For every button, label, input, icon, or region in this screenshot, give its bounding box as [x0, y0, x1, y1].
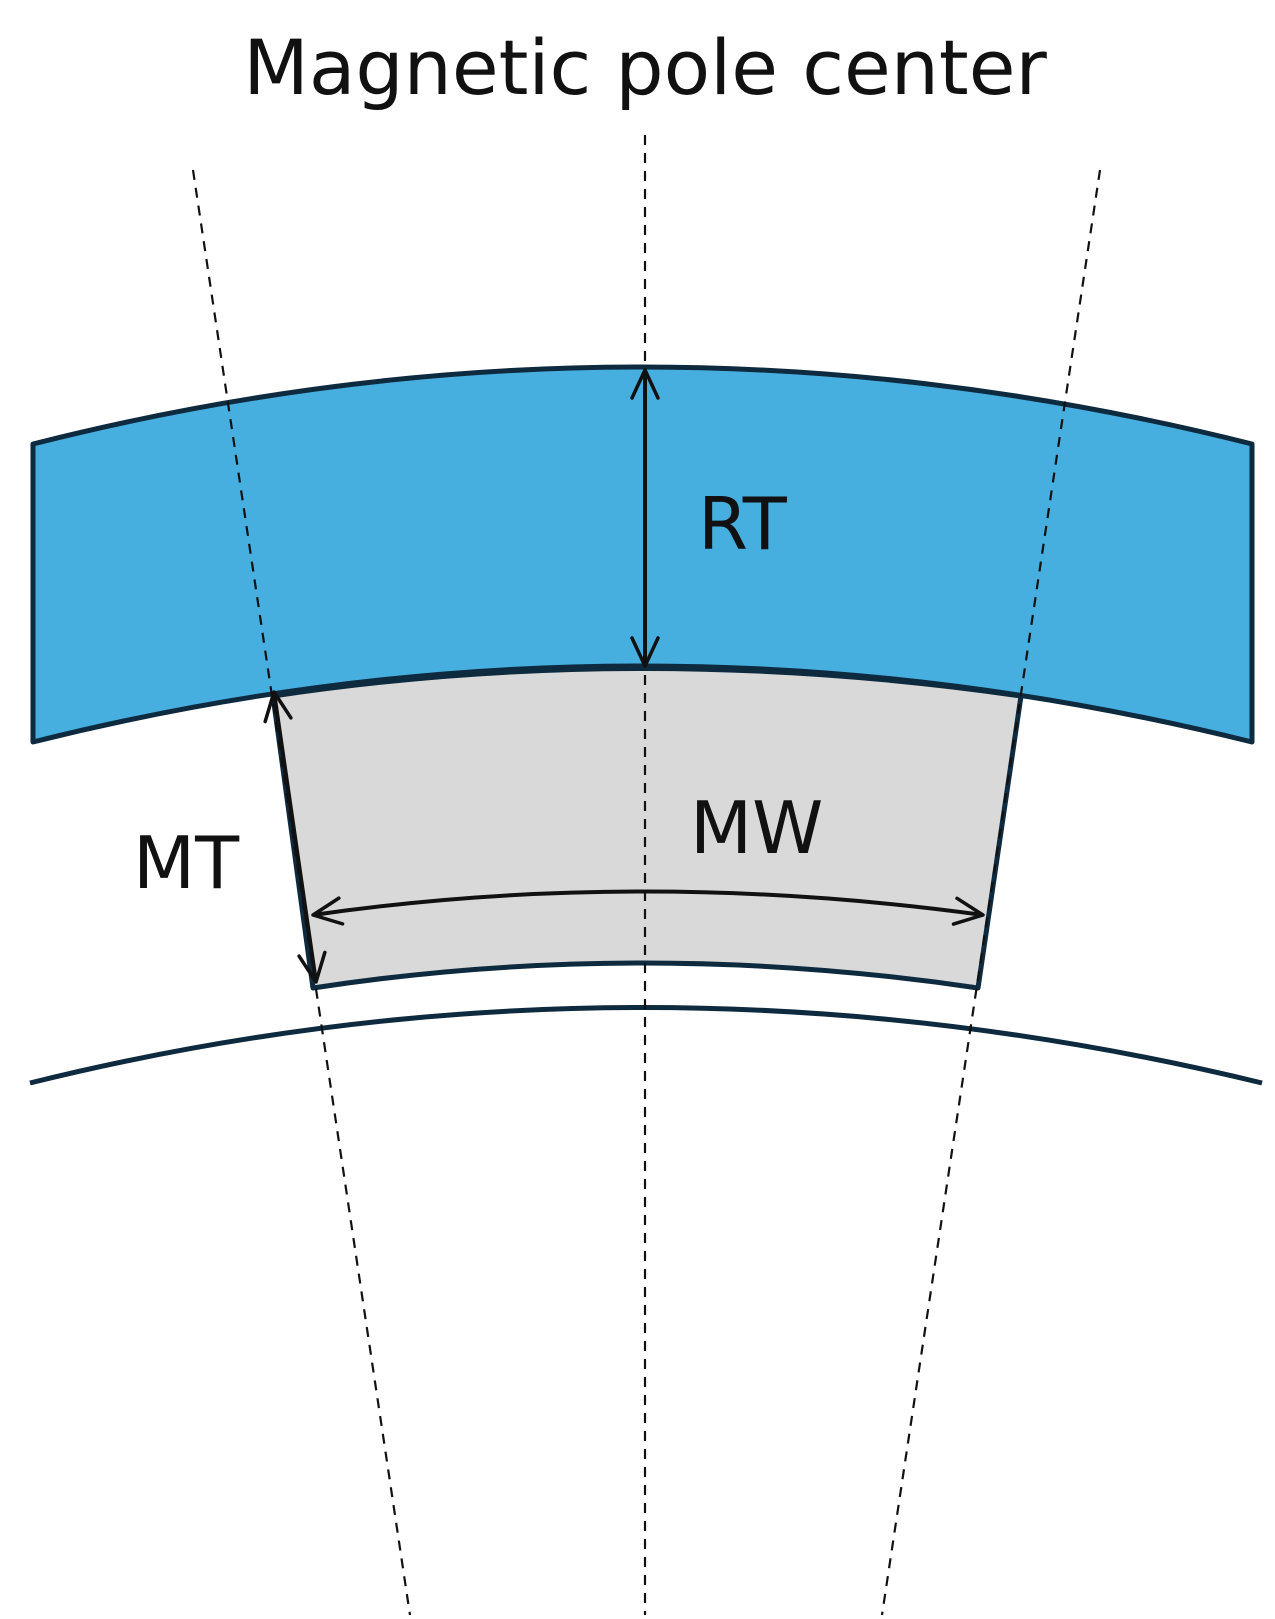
- magnet-segment: [270, 666, 1024, 991]
- mw-dimension-arrow: [311, 889, 985, 926]
- right-pole-boundary-line: [880, 169, 1102, 1616]
- mt-dimension-arrow: [263, 690, 327, 984]
- left-pole-boundary-line: [191, 169, 412, 1616]
- air-gap-arc: [29, 1005, 1263, 1086]
- mt-label: MT: [133, 821, 240, 905]
- rt-label: RT: [698, 482, 788, 566]
- diagram-title: Magnetic pole center: [243, 23, 1047, 112]
- mw-label: MW: [690, 786, 823, 870]
